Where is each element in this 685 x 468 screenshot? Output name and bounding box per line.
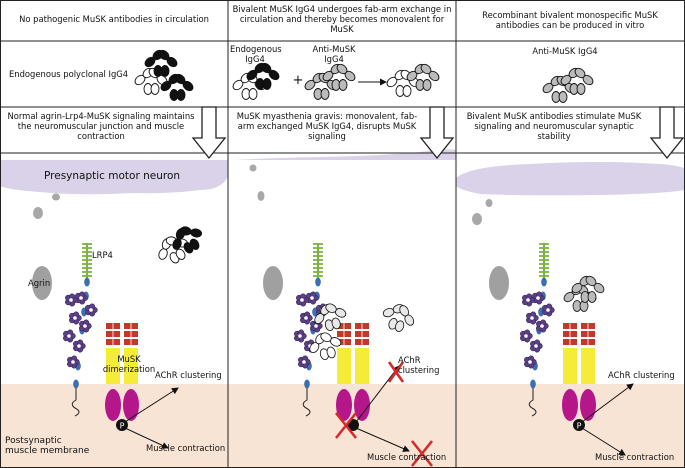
- phosphate-label: P: [577, 422, 582, 431]
- achr-clustering-label-1: AChR clustering: [155, 370, 222, 380]
- panel-3-mechanism: Bivalent MuSK antibodies stimulate MuSK …: [466, 111, 642, 141]
- transmembrane-tail: [302, 388, 311, 417]
- phosphate-label: P: [120, 422, 125, 431]
- down-arrow-icon: [191, 106, 227, 160]
- achr-arrow: [581, 383, 634, 423]
- anti-musk-igg4-icon: [302, 61, 358, 100]
- lrp4-domain: [312, 307, 318, 317]
- antibody-row: [132, 47, 596, 103]
- muscle-contraction-label-2: Muscle contraction: [367, 452, 447, 462]
- endogenous-igg4-icon: [230, 60, 282, 100]
- muscle-contraction-label-3: Muscle contraction: [595, 452, 675, 462]
- down-arrow-icons: [191, 106, 685, 160]
- contraction-arrow: [355, 427, 410, 452]
- achr-clustering-label-3: AChR clustering: [608, 370, 675, 380]
- lrp4-label: LRP4: [92, 250, 113, 260]
- agrin-oval: [32, 266, 52, 300]
- musk-transmembrane: [563, 348, 577, 384]
- agrin-oval: [489, 266, 509, 300]
- panel-2-mechanism: MuSK myasthenia gravis: monovalent, fab-…: [236, 111, 418, 141]
- achr-arrow: [355, 365, 400, 423]
- transmembrane-tail: [71, 388, 80, 417]
- musk-transmembrane: [355, 348, 369, 384]
- musk-transmembrane: [124, 348, 138, 384]
- synapse-panel-normal: P: [32, 243, 179, 449]
- contraction-arrow: [124, 427, 169, 449]
- panel-1-mechanism: Normal agrin-Lrp4-MuSK signaling maintai…: [7, 111, 195, 141]
- polyclonal-label: Endogenous polyclonal IgG4: [9, 69, 129, 79]
- synapse-panel-recombinant: P: [489, 243, 634, 456]
- lrp4-domain: [315, 277, 321, 287]
- lrp4-domain: [530, 379, 536, 389]
- achr-kinase: [123, 389, 139, 421]
- muscle-contraction-label-1: Muscle contraction: [146, 443, 226, 453]
- musk-transmembrane: [106, 348, 120, 384]
- bound-monovalent-igg4-icon: [376, 296, 421, 337]
- achr-kinase: [354, 389, 370, 421]
- blocked-cross-icons: [334, 361, 434, 467]
- down-arrow-icon: [419, 106, 455, 160]
- exchanged-igg4-icon: [384, 61, 442, 97]
- endogenous-igg4-label: Endogenous IgG4: [230, 44, 282, 64]
- panel-2-header: Bivalent MuSK IgG4 undergoes fab-arm exc…: [232, 4, 452, 34]
- transmembrane-tail: [528, 388, 537, 417]
- contraction-arrow: [581, 427, 626, 456]
- panel-1-header: No pathogenic MuSK antibodies in circula…: [19, 14, 209, 24]
- presynaptic-neuron-3: [456, 162, 685, 196]
- plus-sign: +: [292, 73, 304, 88]
- achr-arrow: [124, 387, 179, 423]
- recombinant-igg4-label: Anti-MuSK IgG4: [532, 46, 598, 56]
- musk-transmembrane: [581, 348, 595, 384]
- achr-kinase: [336, 389, 352, 421]
- recombinant-igg4-icon: [540, 65, 596, 103]
- lrp4-domain: [81, 307, 87, 317]
- presynaptic-neuron-1: [0, 160, 228, 195]
- lrp4-domain: [84, 277, 90, 287]
- musk-dimerization-label: MuSK dimerization: [102, 354, 156, 374]
- vesicles: [33, 164, 493, 225]
- achr-clustering-label-2: AChR clustering: [398, 355, 440, 375]
- presynaptic-neuron-2: [228, 149, 456, 160]
- synapse-panel-mg: [263, 243, 421, 452]
- lrp4-domain: [304, 379, 310, 389]
- presynaptic-neuron-label: Presynaptic motor neuron: [44, 170, 181, 182]
- achr-kinase: [105, 389, 121, 421]
- lrp4-domain: [538, 307, 544, 317]
- lrp4-domain: [73, 379, 79, 389]
- achr-kinase: [562, 389, 578, 421]
- lrp4-domain: [541, 277, 547, 287]
- achr-kinase: [580, 389, 596, 421]
- down-arrow-icon: [649, 106, 685, 160]
- bound-bivalent-igg4-icon: [569, 273, 607, 303]
- musk-transmembrane: [337, 348, 351, 384]
- panel-3-header: Recombinant bivalent monospecific MuSK a…: [482, 10, 658, 30]
- agrin-label: Agrin: [28, 278, 51, 288]
- anti-musk-igg4-label: Anti-MuSK IgG4: [312, 44, 356, 64]
- free-igg4-icon: [149, 217, 210, 271]
- agrin-oval: [263, 266, 283, 300]
- postsynaptic-membrane-label: Postsynaptic muscle membrane: [5, 436, 90, 456]
